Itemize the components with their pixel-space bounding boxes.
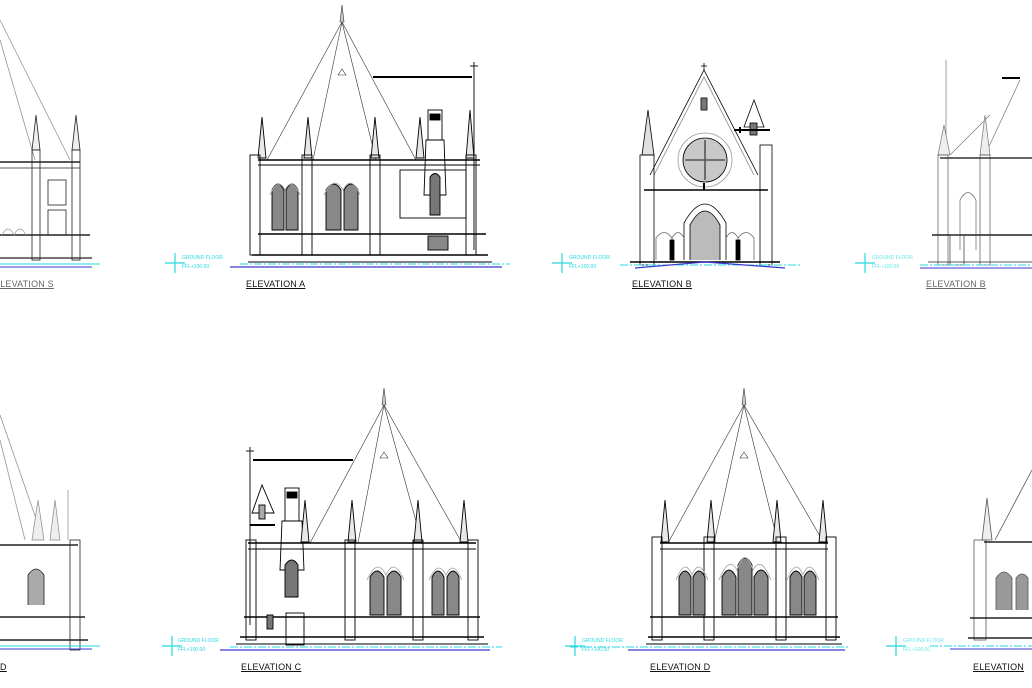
level-value: FFL+100.00 bbox=[182, 264, 210, 270]
elevation-title: ELEVATION D bbox=[650, 662, 711, 672]
elevation-title: ELEVATION bbox=[973, 662, 1024, 672]
elevation-left-top-drawing bbox=[0, 19, 100, 268]
elevation-c-drawing bbox=[220, 387, 502, 651]
level-name: GROUND FLOOR bbox=[569, 255, 610, 261]
level-marker-icon bbox=[162, 636, 182, 656]
elevation-b-drawing bbox=[620, 63, 800, 269]
elevation-right-bottom-drawing bbox=[930, 469, 1032, 650]
elevation-d-drawing bbox=[570, 387, 850, 651]
level-value: FFL+100.00 bbox=[872, 264, 900, 270]
elevation-title: D bbox=[0, 662, 7, 672]
level-label: GROUND FLOOR FFL+100.00 bbox=[569, 254, 610, 272]
level-label: GROUND FLOOR FFL+100.00 bbox=[182, 254, 223, 272]
level-label: GROUND FLOOR FFL+100.00 bbox=[903, 637, 944, 655]
elevation-title: ELEVATION S bbox=[0, 279, 54, 289]
level-marker-icon bbox=[565, 636, 585, 656]
level-label: GROUND FLOOR FFL+100.00 bbox=[582, 637, 623, 655]
level-marker-icon bbox=[886, 636, 906, 656]
elevation-title: ELEVATION B bbox=[632, 279, 692, 289]
elevation-title: ELEVATION A bbox=[246, 279, 306, 289]
level-name: GROUND FLOOR bbox=[182, 255, 223, 261]
level-marker-icon bbox=[855, 253, 875, 273]
elevation-title: ELEVATION C bbox=[241, 662, 302, 672]
level-label: GROUND FLOOR FFL+100.00 bbox=[178, 637, 219, 655]
level-name: GROUND FLOOR bbox=[903, 638, 944, 644]
level-name: GROUND FLOOR bbox=[872, 255, 913, 261]
elevation-left-bottom-drawing bbox=[0, 414, 100, 651]
level-name: GROUND FLOOR bbox=[178, 638, 219, 644]
level-value: FFL+100.00 bbox=[569, 264, 597, 270]
level-value: FFL+100.00 bbox=[903, 647, 931, 653]
elevation-title: ELEVATION B bbox=[926, 279, 986, 289]
level-name: GROUND FLOOR bbox=[582, 638, 623, 644]
elevation-right-top-drawing bbox=[920, 60, 1032, 269]
level-value: FFL+100.00 bbox=[582, 647, 610, 653]
level-marker-icon bbox=[552, 253, 572, 273]
level-value: FFL+100.00 bbox=[178, 647, 206, 653]
level-marker-icon bbox=[165, 253, 185, 273]
elevation-a-drawing bbox=[230, 4, 510, 268]
level-label: GROUND FLOOR FFL+100.00 bbox=[872, 254, 913, 272]
